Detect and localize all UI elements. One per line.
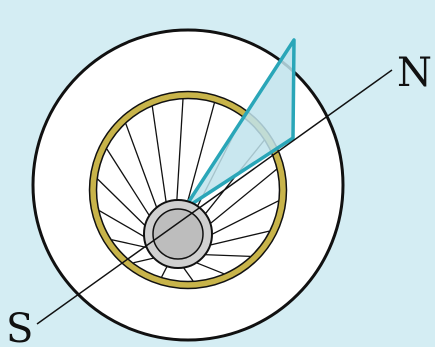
spoke (125, 123, 160, 214)
label-north: N (397, 50, 432, 96)
gold-ring (89, 91, 287, 289)
spoke (202, 230, 270, 248)
spoke (151, 106, 168, 209)
spoke (204, 168, 278, 229)
spoke (99, 210, 152, 241)
hub-inner (152, 208, 204, 260)
spoke (175, 99, 184, 207)
light-beam (182, 38, 296, 211)
gold-ring-outer-edge (88, 90, 288, 290)
spoke (205, 200, 279, 238)
spoke (185, 102, 216, 208)
north-south-axis (36, 69, 393, 325)
label-south: S (6, 306, 33, 347)
spoke (97, 178, 151, 232)
spoke (106, 148, 154, 222)
